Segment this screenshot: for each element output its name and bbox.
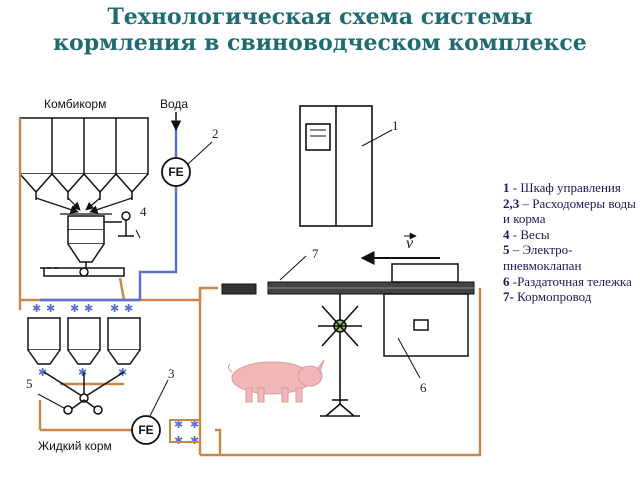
legend-item-number: 4: [503, 226, 510, 242]
water-label: Вода: [160, 97, 188, 111]
svg-text:✱: ✱: [190, 434, 199, 447]
label-num-3: 3: [168, 366, 175, 381]
legend-item-text: Кормопровод: [513, 289, 592, 305]
svg-text:✱: ✱: [32, 302, 41, 315]
legend-item-number: 5: [503, 242, 510, 258]
svg-text:✱: ✱: [124, 302, 133, 315]
flowmeter-feed: FE: [131, 379, 169, 445]
legend-item-text: – Электро-пневмоклапан: [503, 242, 582, 273]
legend-item: 2,3 – Расходомеры воды и корма: [503, 196, 637, 227]
bottom-valves: ✱ ✱ ✱ ✱: [174, 418, 199, 447]
label-num-1: 1: [392, 118, 399, 133]
legend-item-number: 7-: [503, 289, 514, 305]
label-num-6: 6: [420, 380, 427, 395]
pneumovalves: [37, 371, 125, 415]
svg-text:✱: ✱: [190, 418, 199, 431]
fe-bottom-label: FE: [138, 423, 153, 437]
legend-item: 1 - Шкаф управления: [503, 180, 637, 196]
control-cabinet: [299, 105, 393, 227]
feeder-rotor: [318, 294, 362, 417]
legend-item: 4 - Весы: [503, 227, 637, 243]
legend-item-number: 1: [503, 180, 510, 195]
title-line-2: кормления в свиноводческом комплексе: [53, 30, 587, 56]
slide-title: Технологическая схема системы кормления …: [0, 4, 640, 56]
svg-text:✱: ✱: [70, 302, 79, 315]
mixing-tanks: [27, 317, 141, 365]
svg-text:✱: ✱: [174, 418, 183, 431]
fe-top-label: FE: [168, 165, 183, 179]
legend-item-text: -Раздаточная тележка: [509, 273, 632, 289]
svg-text:✱: ✱: [174, 434, 183, 447]
distribution-cart: [383, 263, 469, 379]
label-num-5: 5: [26, 376, 33, 391]
dispenser: [40, 262, 125, 277]
svg-text:✱: ✱: [46, 302, 55, 315]
feed-silos: [19, 117, 149, 200]
liquid-feed-label: Жидкий корм: [38, 439, 112, 453]
title-line-1: Технологическая схема системы: [107, 4, 533, 30]
legend-item-number: 6: [503, 273, 510, 289]
legend-item: 7- Кормопровод: [503, 289, 637, 305]
svg-text:✱: ✱: [38, 366, 47, 379]
water-pipes: [40, 130, 178, 302]
valve-loop: [169, 419, 201, 443]
legend-item: 5 – Электро-пневмоклапан: [503, 242, 637, 273]
svg-text:✱: ✱: [110, 302, 119, 315]
flowmeter-water: FE: [161, 141, 213, 187]
legend-item-number: 2,3: [503, 195, 520, 211]
label-num-4: 4: [140, 204, 147, 219]
legend-item-text: – Расходомеры воды и корма: [503, 195, 636, 227]
legend-item-text: - Шкаф управления: [509, 180, 621, 195]
feed-pipes: [18, 118, 482, 457]
velocity-arrow: v: [360, 232, 440, 265]
feed-label: Комбикорм: [44, 97, 106, 111]
velocity-label: v: [406, 235, 414, 252]
valves-row: ✱ ✱ ✱ ✱ ✱ ✱: [32, 302, 133, 315]
legend-item-text: - Весы: [509, 226, 550, 242]
label-num-7: 7: [312, 246, 319, 261]
silo-feed-lines: [35, 197, 133, 215]
svg-text:✱: ✱: [84, 302, 93, 315]
legend-item: 6 -Раздаточная тележка: [503, 274, 637, 290]
label-num-2: 2: [212, 126, 219, 141]
svg-text:✱: ✱: [78, 366, 87, 379]
feed-pipeline: [221, 255, 475, 295]
weighing-bunker: [67, 211, 141, 263]
pig-illustration: [227, 359, 325, 403]
